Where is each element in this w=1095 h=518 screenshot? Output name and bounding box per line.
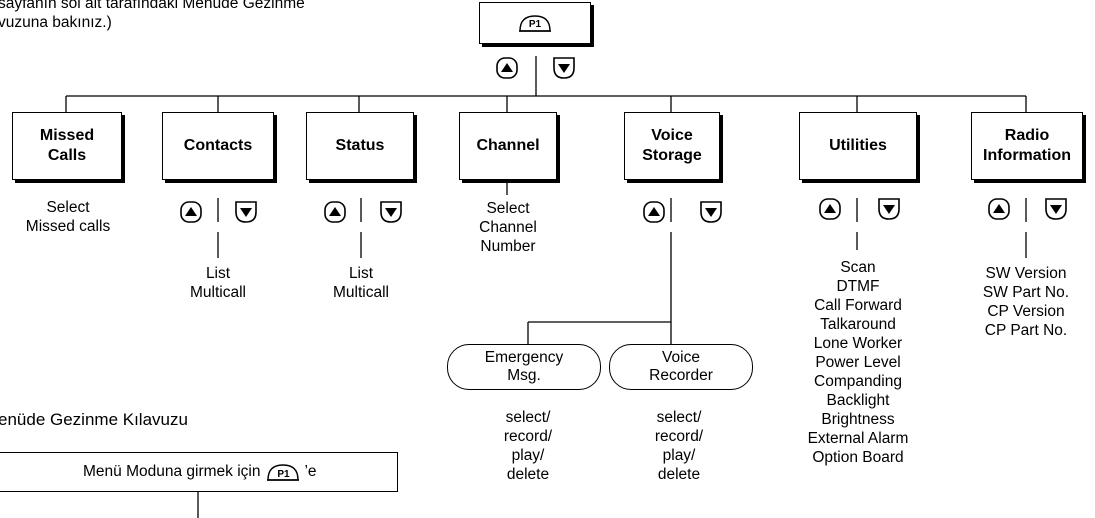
root-menu-key-box: P1 <box>479 2 591 44</box>
submenu-emergency-msg[interactable]: Emergency Msg. <box>447 344 601 390</box>
utilities-down-arrow-icon[interactable] <box>878 198 900 220</box>
guide-text-suffix: ’e <box>304 463 317 480</box>
voice-recorder-detail: select/ record/ play/ delete <box>654 409 704 483</box>
status-detail: List Multicall <box>333 265 389 301</box>
contacts-up-arrow-icon[interactable] <box>180 201 202 223</box>
root-up-arrow-icon[interactable] <box>496 57 518 79</box>
guide-p1-key-label: P1 <box>277 468 290 480</box>
root-down-arrow-icon[interactable] <box>553 57 575 79</box>
voice-storage-up-arrow-icon[interactable] <box>643 201 665 223</box>
submenu-voice-recorder[interactable]: Voice Recorder <box>609 344 753 390</box>
radio-information-up-arrow-icon[interactable] <box>988 198 1010 220</box>
menu-status[interactable]: Status <box>306 112 414 180</box>
p1-key-label: P1 <box>528 19 542 30</box>
channel-detail: Select Channel Number <box>479 200 537 255</box>
menu-missed-calls[interactable]: Missed Calls <box>12 112 122 180</box>
voice-storage-down-arrow-icon[interactable] <box>700 201 722 223</box>
utilities-up-arrow-icon[interactable] <box>819 198 841 220</box>
guide-box: Menü Moduna girmek için P1 ’e <box>0 452 398 492</box>
emergency-msg-detail: select/ record/ play/ delete <box>503 409 553 483</box>
menu-voice-storage[interactable]: Voice Storage <box>624 112 720 180</box>
status-down-arrow-icon[interactable] <box>380 201 402 223</box>
p1-key-icon[interactable]: P1 <box>518 14 552 32</box>
contacts-down-arrow-icon[interactable] <box>235 201 257 223</box>
missed-calls-detail: Select Missed calls <box>25 199 111 235</box>
contacts-detail: List Multicall <box>190 265 246 301</box>
status-up-arrow-icon[interactable] <box>324 201 346 223</box>
intro-note: sayfanın sol alt tarafındaki Menüde Gezi… <box>0 0 305 31</box>
radio-information-down-arrow-icon[interactable] <box>1045 198 1067 220</box>
guide-title: enüde Gezinme Kılavuzu <box>0 410 188 429</box>
radio-information-detail: SW Version SW Part No. CP Version CP Par… <box>982 265 1070 339</box>
guide-p1-key-icon: P1 <box>266 463 300 481</box>
menu-channel[interactable]: Channel <box>459 112 557 180</box>
utilities-detail: Scan DTMF Call Forward Talkaround Lone W… <box>807 259 909 466</box>
guide-text: Menü Moduna girmek için <box>83 463 261 480</box>
menu-utilities[interactable]: Utilities <box>799 112 917 180</box>
menu-radio-information[interactable]: Radio Information <box>971 112 1083 180</box>
menu-contacts[interactable]: Contacts <box>162 112 274 180</box>
